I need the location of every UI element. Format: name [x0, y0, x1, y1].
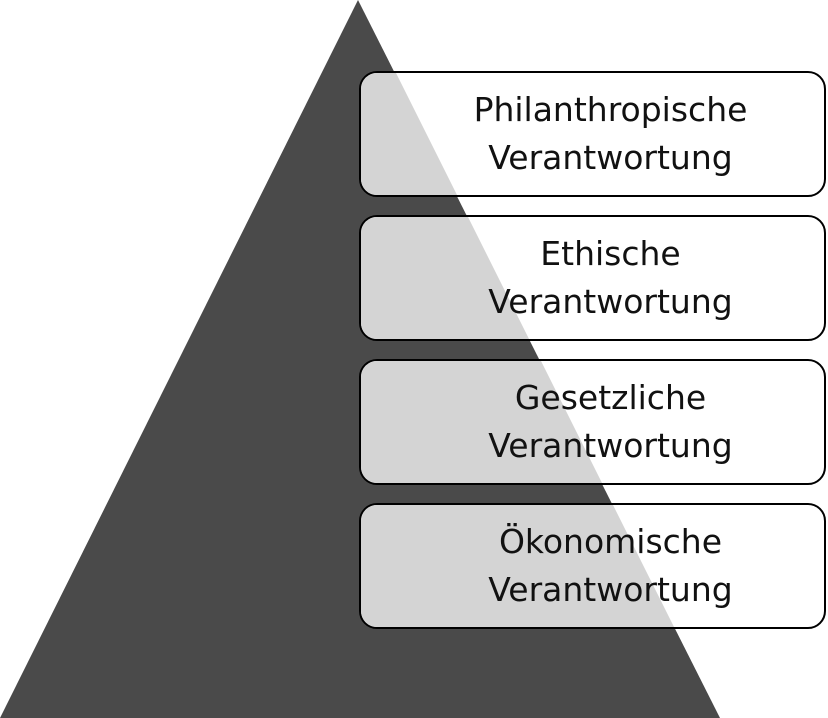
level-label-line2: Verantwortung [488, 426, 733, 465]
level-label-line2: Verantwortung [488, 138, 733, 177]
level-box-philanthropic: Philanthropische Verantwortung [359, 71, 826, 197]
level-label-economic: Ökonomische Verantwortung [361, 505, 824, 627]
level-shade-ethical [361, 217, 529, 339]
level-label-line1: Ethische [540, 234, 681, 273]
level-box-ethical: Ethische Verantwortung [359, 215, 826, 341]
level-label-legal: Gesetzliche Verantwortung [361, 361, 824, 483]
level-box-economic: Ökonomische Verantwortung [359, 503, 826, 629]
level-label-line1: Philanthropische [473, 90, 748, 129]
level-label-line1: Gesetzliche [514, 378, 707, 417]
level-shade-economic [361, 505, 674, 627]
level-shade-legal [361, 361, 602, 483]
level-label-line2: Verantwortung [488, 570, 733, 609]
level-label-philanthropic: Philanthropische Verantwortung [361, 73, 824, 195]
level-label-ethical: Ethische Verantwortung [361, 217, 824, 339]
level-shade-philanthropic [361, 73, 457, 195]
level-box-legal: Gesetzliche Verantwortung [359, 359, 826, 485]
level-label-line1: Ökonomische [498, 522, 723, 561]
level-label-line2: Verantwortung [488, 282, 733, 321]
